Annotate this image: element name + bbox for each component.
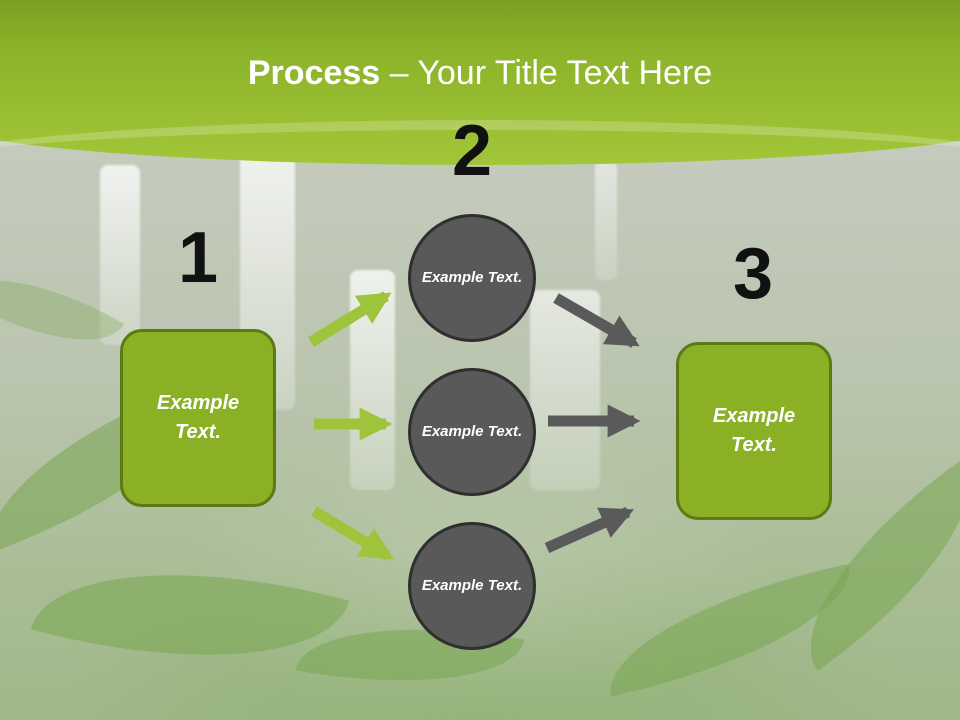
title-bold: Process <box>247 54 381 92</box>
start-box: Example Text. <box>120 329 276 507</box>
title-rest: – Your Title Text Here <box>380 54 713 92</box>
end-box-text: Example Text. <box>712 405 796 456</box>
circle-middle-text: Example Text. <box>421 422 523 440</box>
circle-top-text: Example Text. <box>421 268 523 286</box>
arrow-green-up <box>308 291 392 347</box>
arrow-gray-up <box>544 506 635 554</box>
step-number-2: 2 <box>451 111 493 191</box>
step-number-3: 3 <box>732 234 774 314</box>
arrow-green-down <box>311 506 394 561</box>
circle-top: Example Text. <box>408 214 536 342</box>
arrow-gray-down <box>553 293 640 348</box>
end-box: Example Text. <box>676 342 832 520</box>
step-number-1: 1 <box>177 218 219 298</box>
slide-title: Process – Your Title Text Here <box>0 54 960 93</box>
start-box-text: Example Text. <box>156 392 240 443</box>
header-sheen <box>0 120 960 200</box>
circle-bottom: Example Text. <box>408 522 536 650</box>
circle-middle: Example Text. <box>408 368 536 496</box>
circle-bottom-text: Example Text. <box>421 576 523 594</box>
